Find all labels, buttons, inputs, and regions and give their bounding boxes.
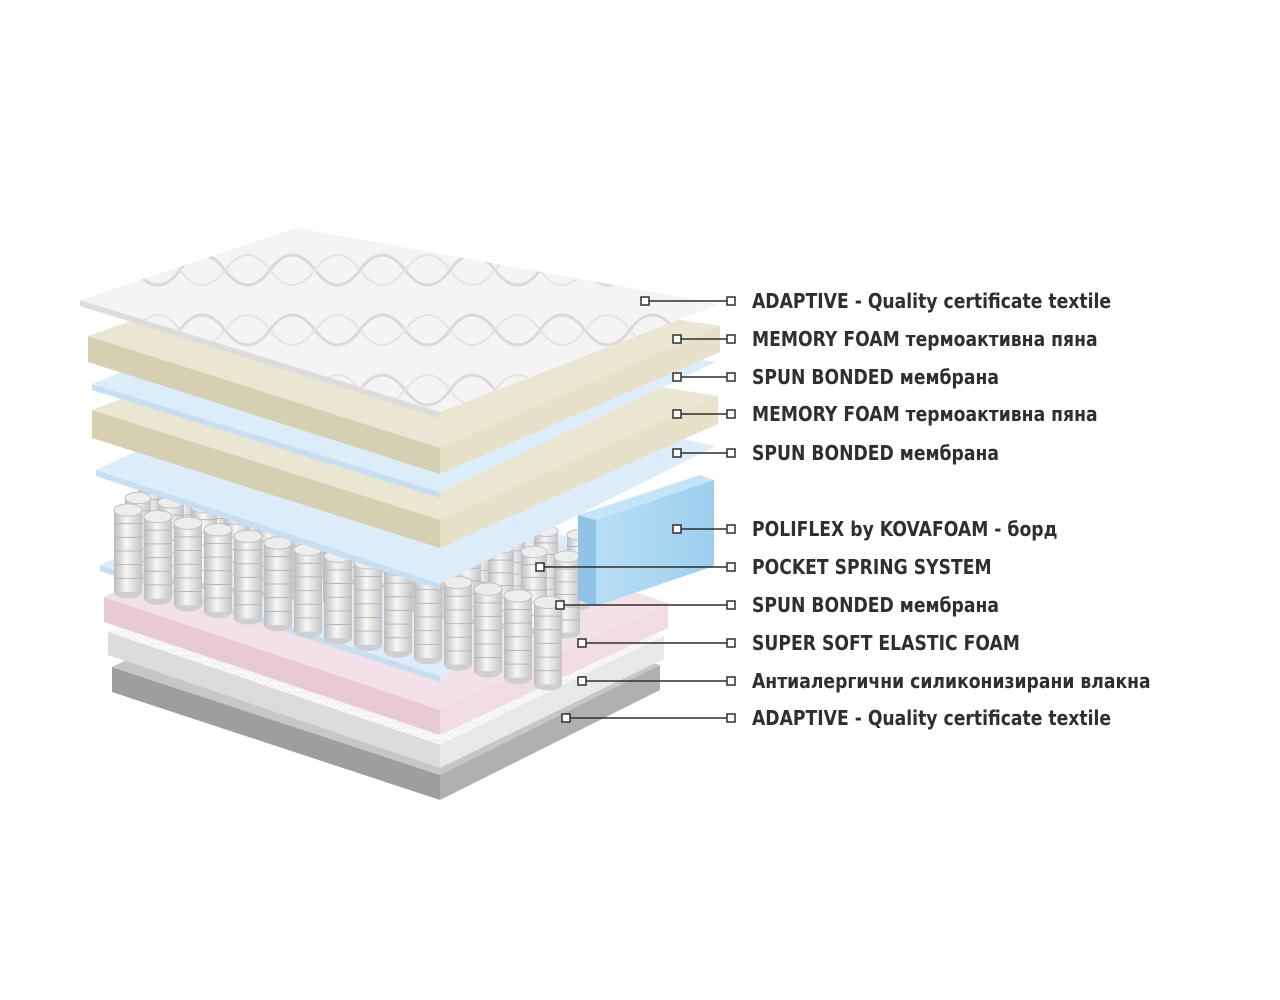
spring-coil-icon	[203, 523, 233, 618]
spring-coil-icon	[143, 509, 173, 605]
square-marker-icon	[726, 409, 736, 419]
square-marker-icon	[726, 713, 736, 723]
spring-coil-icon	[113, 503, 143, 599]
square-marker-icon	[555, 600, 565, 610]
leader-line	[672, 372, 736, 382]
layer-label-3: SPUN BONDED мембрана	[752, 365, 999, 389]
layer-label-10: Антиалергични силиконизирани влакна	[752, 669, 1151, 693]
layer-label-7: POCKET SPRING SYSTEM	[752, 555, 992, 579]
leader-line	[577, 638, 736, 648]
layer-label-2: MEMORY FOAM термоактивна пяна	[752, 327, 1098, 351]
leader-line	[555, 600, 736, 610]
leader-line	[672, 409, 736, 419]
spring-coil-icon	[353, 556, 383, 651]
leader-line	[535, 562, 736, 572]
square-marker-icon	[672, 409, 682, 419]
leader-line	[672, 524, 736, 534]
square-marker-icon	[726, 600, 736, 610]
square-marker-icon	[726, 638, 736, 648]
square-marker-icon	[726, 676, 736, 686]
square-marker-icon	[726, 334, 736, 344]
spring-coil-icon	[503, 589, 533, 684]
layer-label-9: SUPER SOFT ELASTIC FOAM	[752, 631, 1020, 655]
square-marker-icon	[577, 638, 587, 648]
layer-label-1: ADAPTIVE - Quality certificate textile	[752, 289, 1112, 313]
square-marker-icon	[640, 296, 650, 306]
spring-coil-icon	[263, 536, 293, 632]
spring-coil-icon	[443, 575, 473, 671]
square-marker-icon	[672, 334, 682, 344]
square-marker-icon	[726, 372, 736, 382]
leader-line	[561, 713, 736, 723]
square-marker-icon	[672, 524, 682, 534]
square-marker-icon	[726, 448, 736, 458]
square-marker-icon	[535, 562, 545, 572]
square-marker-icon	[577, 676, 587, 686]
layer-label-4: MEMORY FOAM термоактивна пяна	[752, 402, 1098, 426]
leader-line	[577, 676, 736, 686]
layer-label-6: POLIFLEX by KOVAFOAM - борд	[752, 517, 1058, 541]
leader-line	[640, 296, 736, 306]
layer-label-11: ADAPTIVE - Quality certificate textile	[752, 706, 1112, 730]
leader-lines	[535, 296, 736, 723]
leader-line	[672, 448, 736, 458]
spring-coil-icon	[323, 549, 353, 645]
top-quilted-textile	[80, 228, 720, 418]
spring-coil-icon	[533, 595, 563, 691]
square-marker-icon	[672, 372, 682, 382]
layer-label-5: SPUN BONDED мембрана	[752, 441, 999, 465]
leader-line	[672, 334, 736, 344]
spring-coil-icon	[473, 582, 503, 678]
poliflex-side-board	[578, 475, 714, 606]
layer-label-8: SPUN BONDED мембрана	[752, 593, 999, 617]
spring-coil-icon	[173, 516, 203, 612]
spring-coil-icon	[233, 529, 263, 625]
spring-coil-icon	[413, 569, 443, 665]
square-marker-icon	[726, 296, 736, 306]
square-marker-icon	[561, 713, 571, 723]
square-marker-icon	[726, 524, 736, 534]
square-marker-icon	[672, 448, 682, 458]
square-marker-icon	[726, 562, 736, 572]
spring-coil-icon	[293, 542, 323, 638]
